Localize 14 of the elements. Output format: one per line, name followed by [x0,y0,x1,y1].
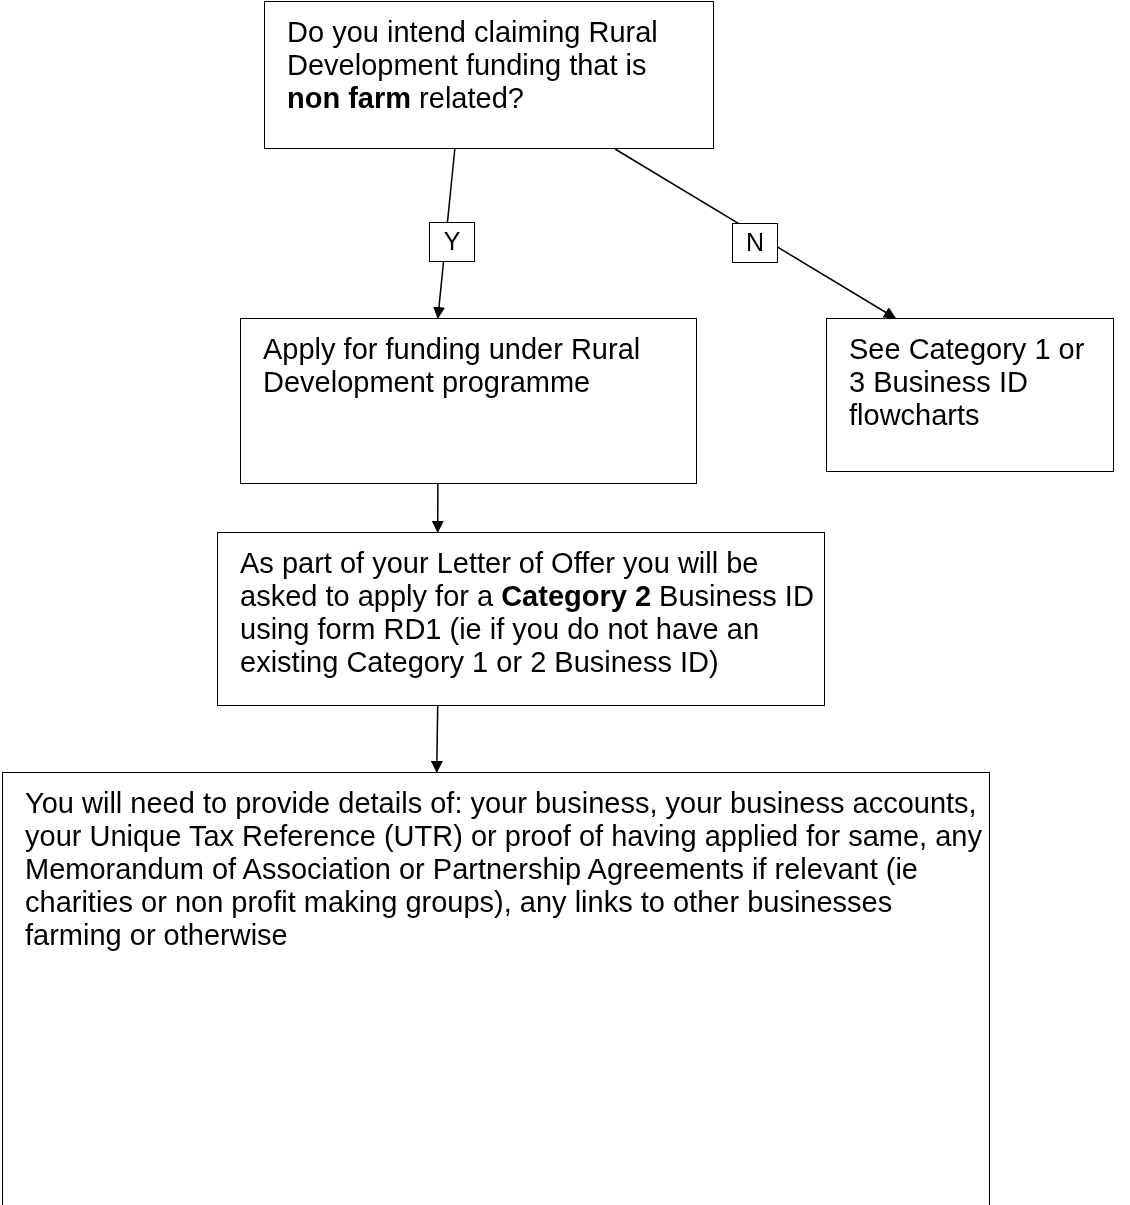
arrow [431,483,444,533]
process-box [826,318,1114,472]
edge-label: N [732,223,778,263]
process-box [217,532,825,706]
process-box [264,1,714,149]
process-box [240,318,697,484]
process-box [2,772,990,1205]
box-text: Apply for funding under Rural Development programme [263,333,642,399]
arrow [430,705,443,773]
box-text: Do you intend claiming Rural Development funding that is non farm related? [287,16,659,115]
box-text: As part of your Letter of Offer you will be asked to apply for a Category 2 Business ID using form RD1 (ie if you do not have an existing Category 1 or 2 Business ID) [240,547,815,679]
edge-label: Y [429,222,475,262]
box-text: See Category 1 or 3 Business ID flowcharts [849,333,1086,432]
box-text: You will need to provide details of: your business, your business accounts, your Unique Tax Reference (UTR) or proof of having applied for same, any Memorandum of Association or Partnership Agreements if relevant (ie charities or non profit making groups), any links to other businesses farming or otherwise [25,787,983,952]
